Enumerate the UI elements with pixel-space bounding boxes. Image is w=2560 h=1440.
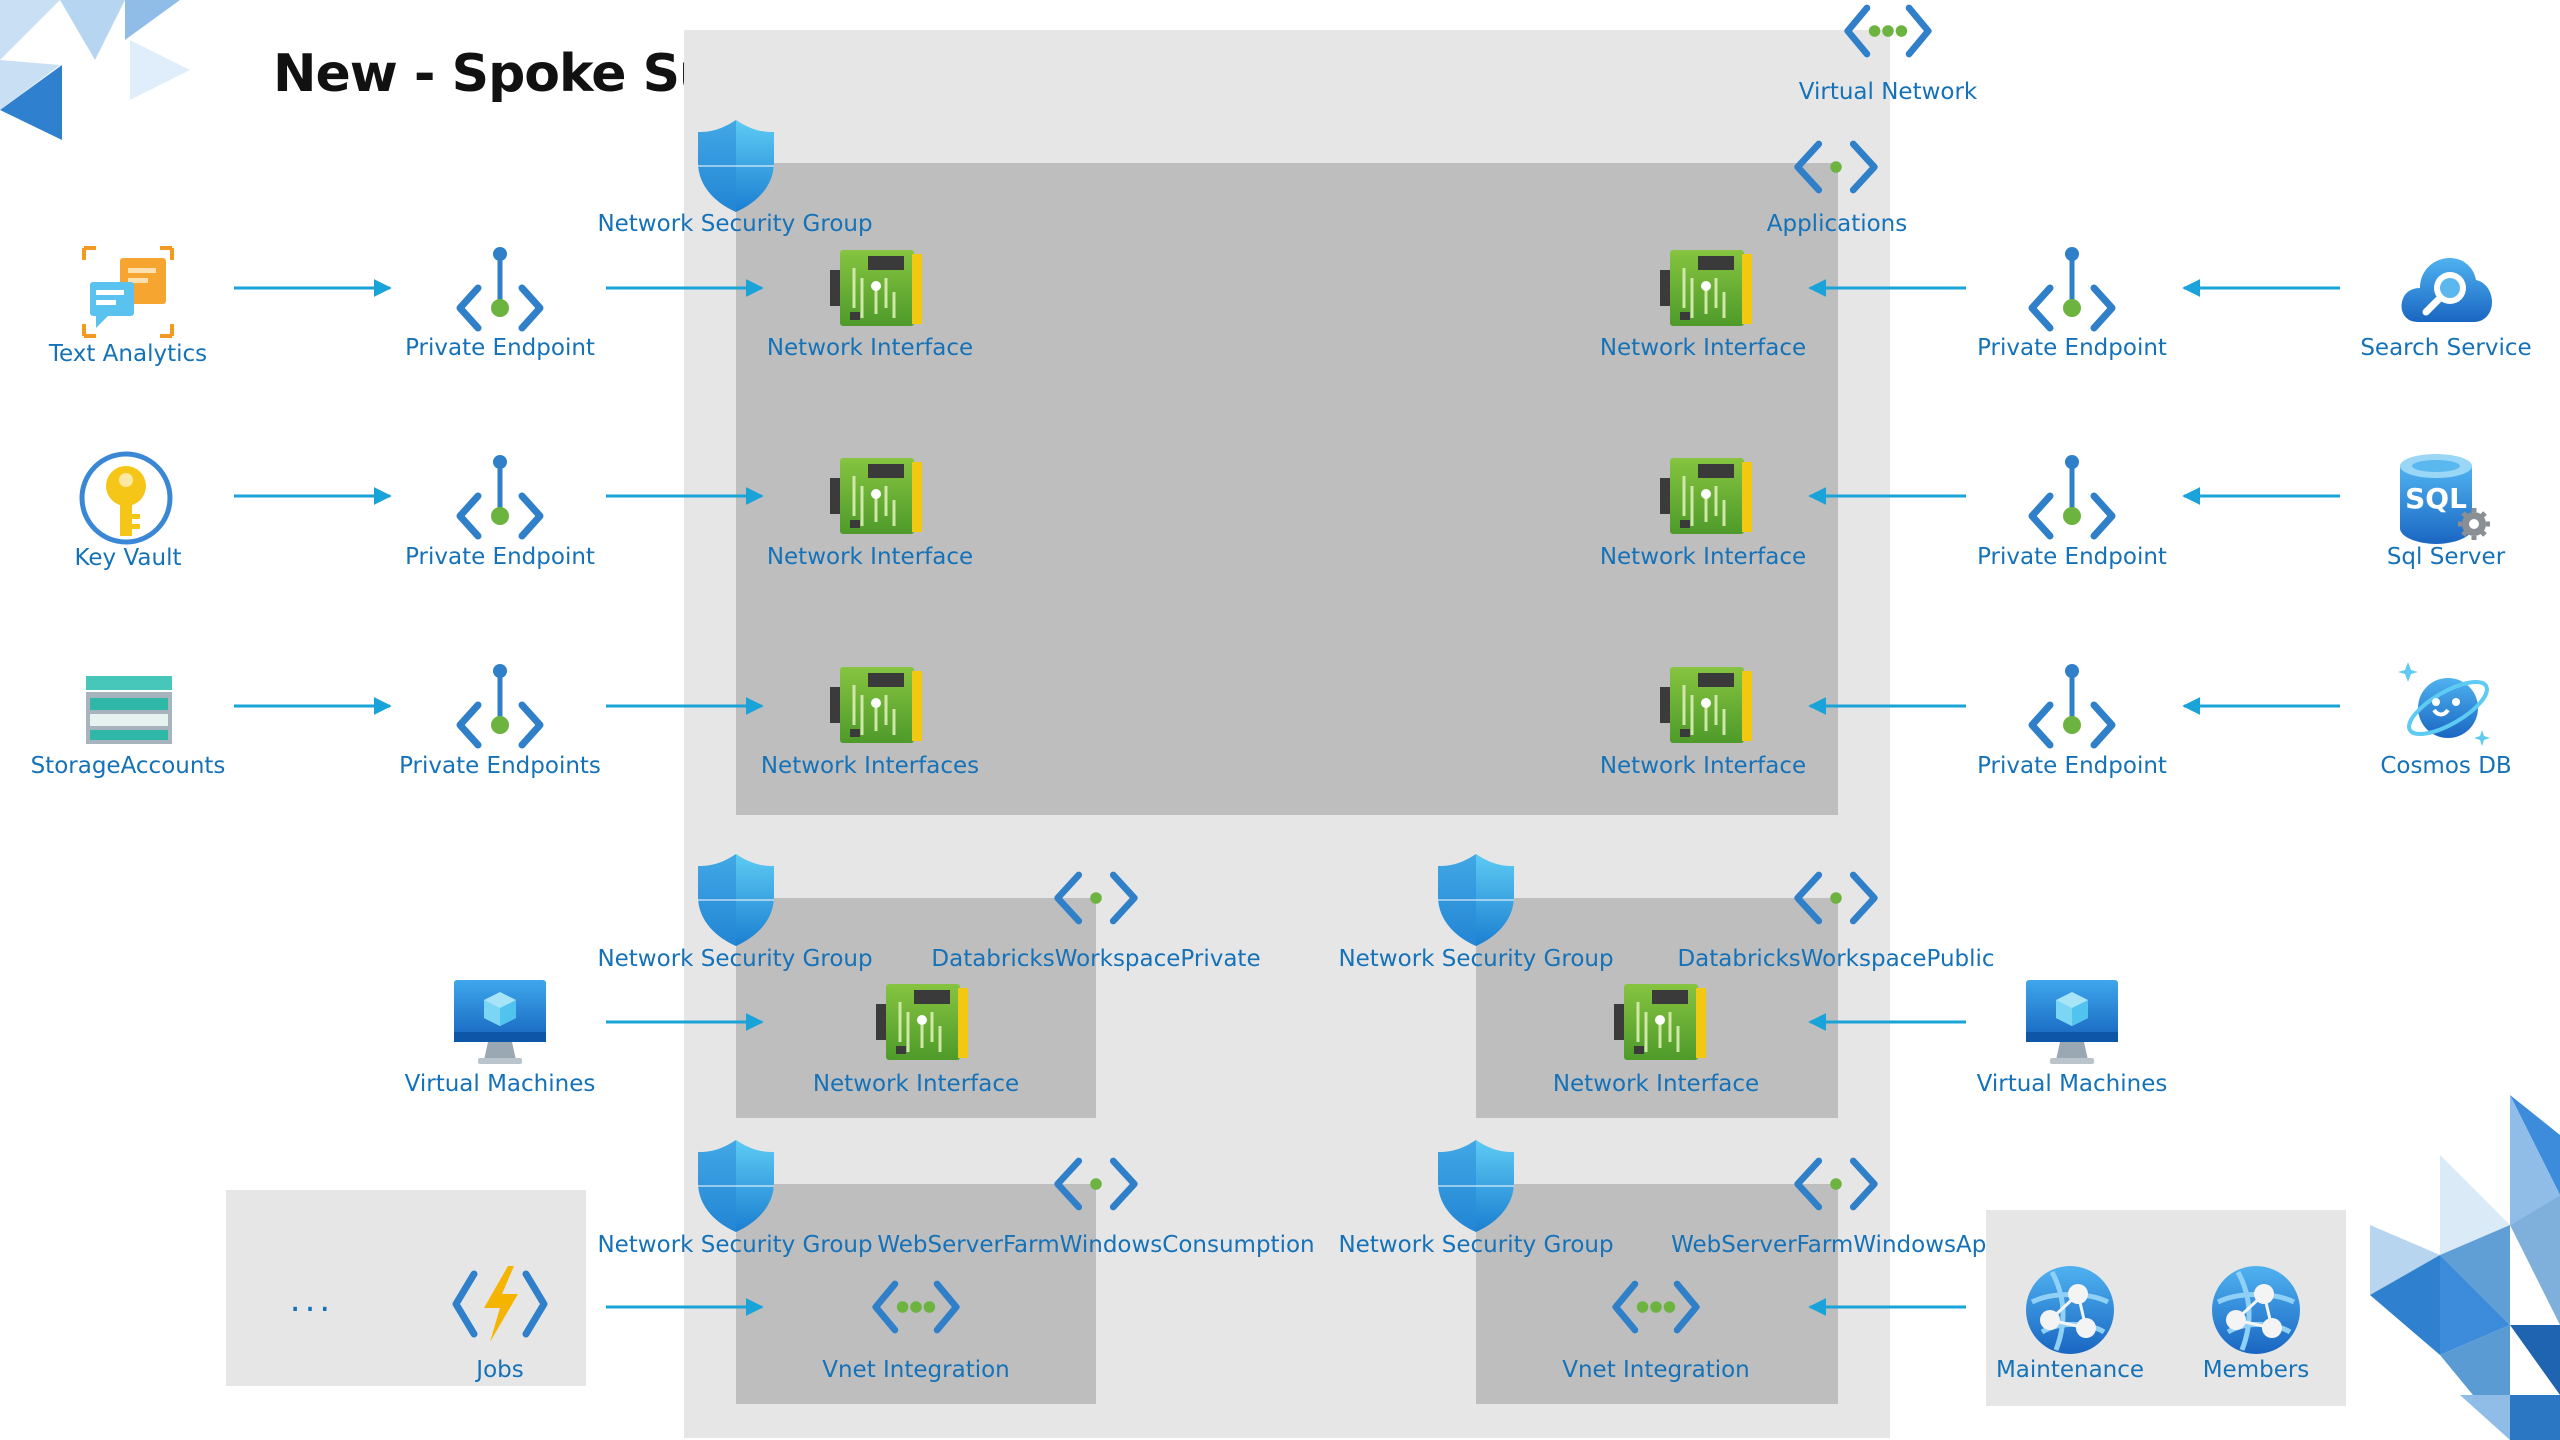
key-vault-icon [79, 451, 173, 545]
endpoint-label: Private Endpoint [1977, 544, 2167, 570]
vnet-integration-label: Vnet Integration [1562, 1357, 1750, 1383]
nsg-label: Network Security Group [597, 211, 873, 237]
webfarm-app-subnet [1476, 1184, 1838, 1404]
cosmos-db-icon [2398, 662, 2490, 746]
virtual-network-label: Virtual Network [1798, 79, 1978, 105]
nsg-label: Network Security Group [1338, 1232, 1614, 1258]
nsg-label: Network Security Group [597, 946, 873, 972]
nic-label: Network Interface [812, 1071, 1020, 1097]
endpoint-label: Private Endpoint [405, 544, 595, 570]
service-label: Text Analytics [48, 341, 208, 367]
jobs-label: Jobs [476, 1357, 524, 1383]
service-label: Cosmos DB [2380, 753, 2512, 779]
applications-subnet-label: Applications [1766, 211, 1908, 237]
app-service-label: Members [2202, 1357, 2310, 1383]
service-label: Sql Server [2386, 544, 2506, 570]
top-left-decoration [0, 0, 190, 140]
service-label: Search Service [2360, 335, 2532, 361]
bottom-right-decoration [2370, 1095, 2560, 1440]
jobs-group [226, 1190, 586, 1386]
service-label: StorageAccounts [30, 753, 226, 779]
subnet-label: DatabricksWorkspacePrivate [931, 946, 1261, 972]
nic-label: Network Interface [1552, 1071, 1760, 1097]
nsg-label: Network Security Group [1338, 946, 1614, 972]
subnet-label: WebServerFarmWindowsConsumption [877, 1232, 1315, 1258]
nic-label: Network Interface [1599, 335, 1807, 361]
vm-label: Virtual Machines [1976, 1071, 2168, 1097]
nic-label: Network Interface [1599, 753, 1807, 779]
storage-account-icon [86, 676, 172, 744]
ellipsis-label: ... [289, 1280, 335, 1320]
endpoint-label: Private Endpoint [1977, 335, 2167, 361]
nic-label: Network Interface [1599, 544, 1807, 570]
endpoint-label: Private Endpoint [405, 335, 595, 361]
nic-label: Network Interface [766, 335, 974, 361]
search-service-icon [2401, 258, 2492, 322]
app-service-label: Maintenance [1995, 1357, 2145, 1383]
svg-text:SQL: SQL [2405, 482, 2467, 515]
text-analytics-icon [82, 246, 174, 338]
service-label: Key Vault [74, 545, 182, 571]
function-app-icon [452, 1266, 548, 1342]
webfarm-consumption-subnet [736, 1184, 1096, 1404]
subnet-label: WebServerFarmWindowsApp [1671, 1232, 2001, 1258]
nsg-label: Network Security Group [597, 1232, 873, 1258]
subnet-label: DatabricksWorkspacePublic [1677, 946, 1995, 972]
endpoint-label: Private Endpoints [399, 753, 601, 779]
sql-server-icon: SQL [2400, 454, 2490, 544]
vnet-integration-label: Vnet Integration [822, 1357, 1010, 1383]
vm-label: Virtual Machines [404, 1071, 596, 1097]
nic-label: Network Interfaces [760, 753, 980, 779]
endpoint-label: Private Endpoint [1977, 753, 2167, 779]
nic-label: Network Interface [766, 544, 974, 570]
